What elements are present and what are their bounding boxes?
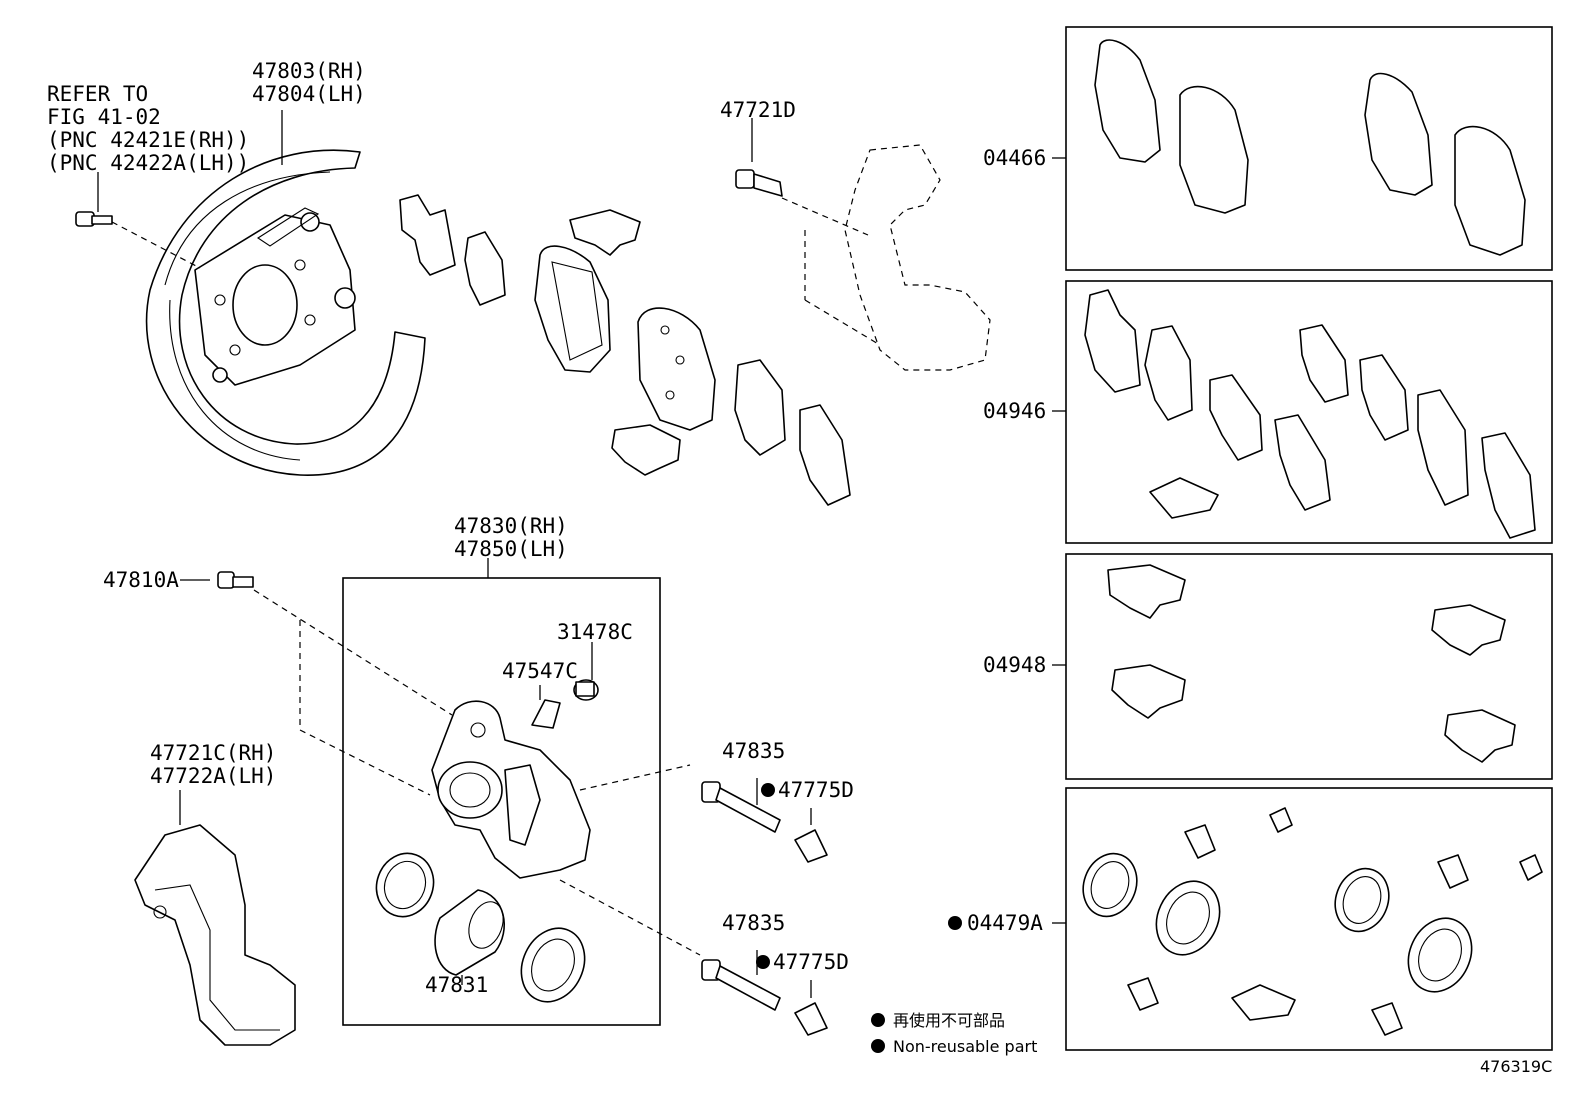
piston-boot-drawing xyxy=(520,927,586,1003)
fitting-kit-label: 04948 xyxy=(983,653,1046,677)
clip-set-upper-drawing xyxy=(569,209,681,476)
slide-pin-lower-drawing xyxy=(559,879,828,1036)
shim-kit-contents xyxy=(1084,289,1536,539)
legend-dot-japanese xyxy=(871,1013,885,1027)
cylinder-kit-label: 04479A xyxy=(967,911,1043,935)
bolt-47810a-label: 47810A xyxy=(103,568,179,592)
piston-47831-drawing xyxy=(434,889,505,985)
slide-pin-upper-label: 47835 xyxy=(722,739,785,763)
pad-pair-upper-drawing xyxy=(534,245,716,431)
caliper-assy-label-lh: 47850(LH) xyxy=(454,537,568,561)
fitting-kit-contents xyxy=(1107,564,1516,763)
bolt-47810a-drawing xyxy=(180,571,453,796)
caliper-mount-phantom-drawing xyxy=(804,144,991,371)
shim-set-upper-drawing xyxy=(399,194,851,506)
boot-upper-label: 47775D xyxy=(778,778,854,802)
refer-note-line-3: (PNC 42421E(RH)) xyxy=(47,128,249,152)
refer-bolt-drawing xyxy=(75,172,201,269)
mounting-label-rh: 47721C(RH) xyxy=(150,741,276,765)
legend-english: Non-reusable part xyxy=(893,1037,1037,1056)
bolt-47721d-drawing xyxy=(735,118,869,236)
bolt-47721d-label: 47721D xyxy=(720,98,796,122)
shim-kit-label: 04946 xyxy=(983,399,1046,423)
bleeder-47547c-label: 47547C xyxy=(502,659,578,683)
legend-japanese: 再使用不可部品 xyxy=(893,1011,1005,1030)
piston-47831-label: 47831 xyxy=(425,973,488,997)
dust-cover-drawing xyxy=(145,149,426,476)
cylinder-kit-contents xyxy=(1082,807,1543,1036)
non-reusable-dot-lower xyxy=(756,955,770,969)
dust-cover-label-rh: 47803(RH) xyxy=(252,59,366,83)
refer-note-line-4: (PNC 42422A(LH)) xyxy=(47,151,249,175)
caliper-assy-box xyxy=(342,577,661,1026)
caliper-body-drawing xyxy=(431,700,591,879)
slide-pin-upper-drawing xyxy=(579,764,828,863)
legend-dot-english xyxy=(871,1039,885,1053)
refer-note-line-2: FIG 41-02 xyxy=(47,105,161,129)
cylinder-kit-box xyxy=(1065,787,1553,1051)
pad-kit-contents xyxy=(1094,39,1526,256)
shim-kit-box xyxy=(1065,280,1553,544)
mounting-drawing xyxy=(134,790,296,1046)
mounting-label-lh: 47722A(LH) xyxy=(150,764,276,788)
dust-cover-label-lh: 47804(LH) xyxy=(252,82,366,106)
caliper-assy-label-rh: 47830(RH) xyxy=(454,514,568,538)
slide-pin-lower-label: 47835 xyxy=(722,911,785,935)
piston-seal-drawing xyxy=(375,852,435,918)
boot-lower-label: 47775D xyxy=(773,950,849,974)
refer-note-line-1: REFER TO xyxy=(47,82,148,106)
figure-id: 476319C xyxy=(1480,1057,1552,1076)
pad-kit-box xyxy=(1065,26,1553,271)
bleeder-47547c-drawing xyxy=(531,685,561,729)
cap-31478c-drawing xyxy=(573,642,599,701)
pad-kit-label: 04466 xyxy=(983,146,1046,170)
fitting-kit-box xyxy=(1065,553,1553,780)
non-reusable-dot-upper xyxy=(761,783,775,797)
non-reusable-dot-kit xyxy=(948,916,962,930)
cap-31478c-label: 31478C xyxy=(557,620,633,644)
